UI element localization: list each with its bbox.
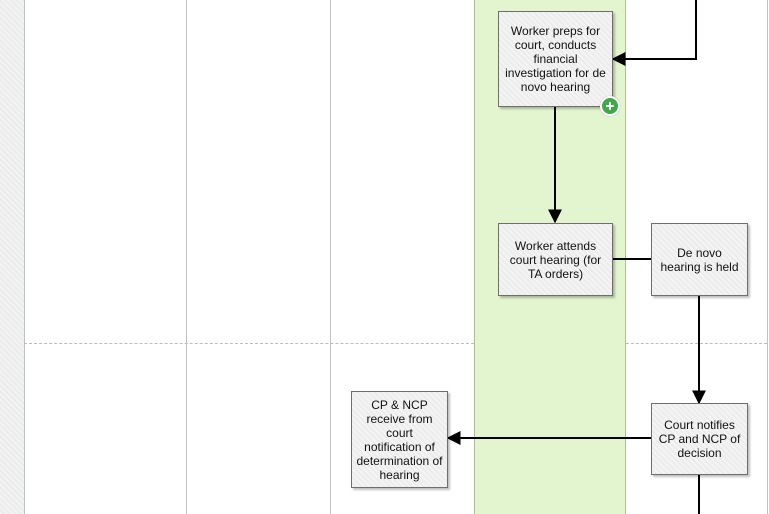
plus-circle-icon[interactable] [600,96,620,116]
process-box-worker-attends[interactable]: Worker attends court hearing (for TA ord… [498,223,613,296]
process-box-worker-preps[interactable]: Worker preps for court, conducts financi… [498,11,613,107]
phase-separator [626,343,767,344]
lane-divider [330,0,331,514]
lane-header-strip [0,0,24,514]
lane-divider [186,0,187,514]
lane-divider [24,0,25,514]
process-box-label: CP & NCP receive from court notification… [356,397,443,482]
process-box-label: Worker attends court hearing (for TA ord… [509,238,602,281]
process-box-de-novo-held[interactable]: De novo hearing is held [651,223,748,296]
lane-divider [767,0,768,514]
process-box-label: Court notifies CP and NCP of decision [658,418,741,460]
process-box-cp-ncp-receive[interactable]: CP & NCP receive from court notification… [351,391,448,488]
connector-incoming-to-preps [611,0,697,66]
process-box-label: Worker preps for court, conducts financi… [505,24,606,94]
process-box-label: De novo hearing is held [660,245,739,274]
phase-separator [24,343,474,344]
process-box-court-notifies[interactable]: Court notifies CP and NCP of decision [651,403,748,475]
